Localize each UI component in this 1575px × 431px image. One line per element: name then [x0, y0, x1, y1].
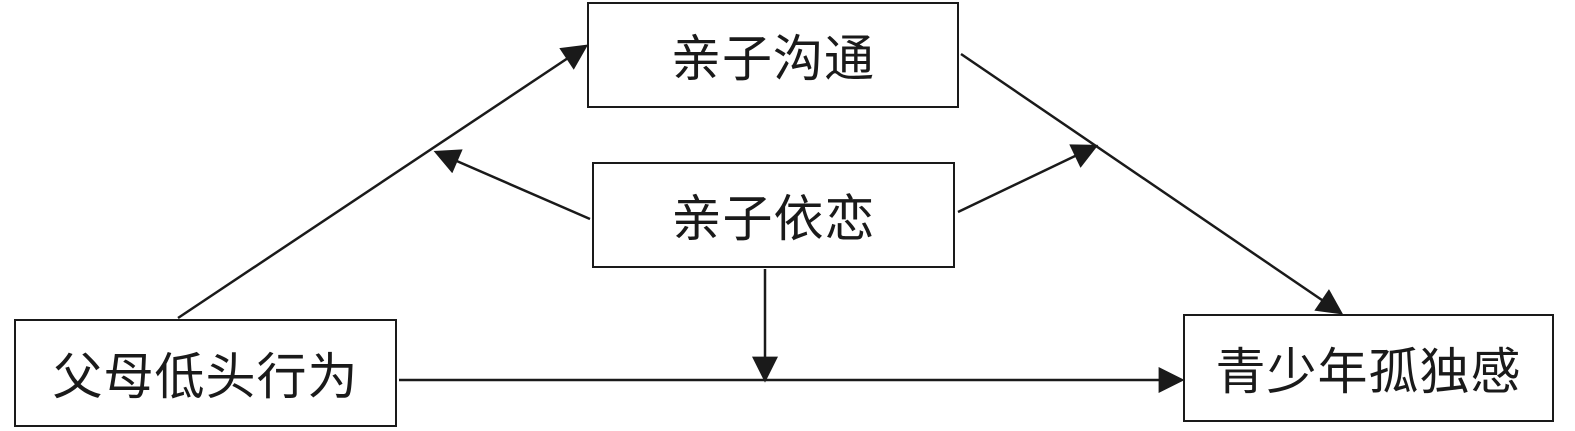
node-parent-child-communication: 亲子沟通: [587, 2, 959, 108]
edge-phubbing-to-communication: [177, 44, 589, 320]
node-label: 青少年孤独感: [1215, 343, 1522, 401]
node-parent-child-attachment: 亲子依恋: [592, 162, 955, 268]
edge-attachment-moderates-b-path: [957, 144, 1099, 214]
node-adolescent-loneliness: 青少年孤独感: [1183, 314, 1554, 422]
node-label: 父母低头行为: [52, 348, 359, 406]
edge-communication-to-loneliness: [960, 52, 1344, 315]
node-label: 亲子依恋: [671, 190, 876, 248]
node-parental-phubbing: 父母低头行为: [14, 319, 397, 427]
node-label: 亲子沟通: [671, 30, 875, 88]
edge-attachment-moderates-a-path: [433, 149, 591, 221]
